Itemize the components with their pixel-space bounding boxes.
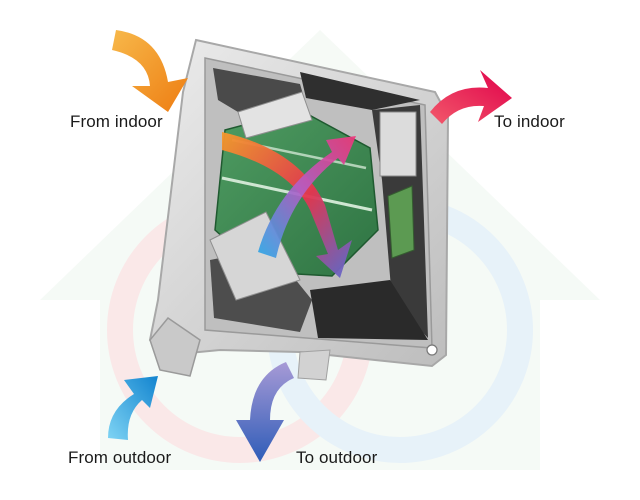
label-to-indoor: To indoor bbox=[494, 112, 565, 131]
inner-airflow-arrow-exhaust bbox=[258, 136, 356, 258]
label-from-outdoor: From outdoor bbox=[68, 448, 172, 467]
red-curved-arrow-icon bbox=[430, 70, 512, 124]
inner-airflow-arrow-supply bbox=[222, 132, 352, 278]
orange-curved-arrow-icon bbox=[112, 30, 188, 112]
label-from-indoor: From indoor bbox=[70, 112, 163, 131]
ventilation-unit bbox=[148, 38, 450, 381]
blue-curved-arrow-icon bbox=[108, 376, 158, 440]
label-to-outdoor: To outdoor bbox=[296, 448, 378, 467]
purple-blue-curved-arrow-icon bbox=[236, 362, 294, 462]
